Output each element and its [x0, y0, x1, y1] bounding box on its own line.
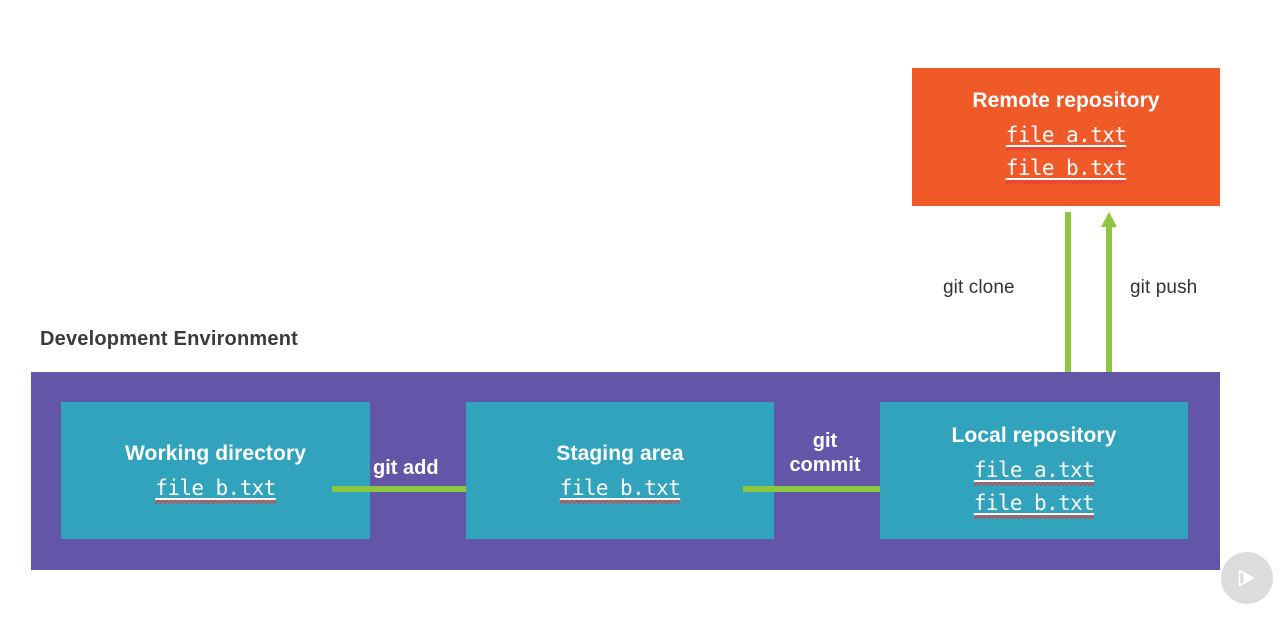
arrow-shaft	[1065, 212, 1071, 384]
working-directory-title: Working directory	[124, 442, 306, 465]
git-push-label: git push	[1130, 277, 1198, 298]
remote-file-0: file_a.txt	[1005, 123, 1127, 152]
local-repository-box: Local repository file_a.txt file_b.txt	[880, 402, 1188, 539]
local-repository-file-1: file_b.txt	[973, 491, 1095, 520]
staging-area-title: Staging area	[556, 442, 684, 465]
git-clone-arrow-icon	[1060, 212, 1076, 399]
arrow-shaft	[332, 486, 515, 492]
arrow-head	[1101, 212, 1117, 227]
play-logo-icon	[1221, 552, 1273, 604]
staging-area-box: Staging area file_b.txt	[466, 402, 774, 539]
remote-repository-box: Remote repository file_a.txt file_b.txt	[912, 68, 1220, 206]
working-directory-file-0: file_b.txt	[155, 476, 276, 505]
git-clone-label: git clone	[943, 277, 1015, 298]
development-environment-heading: Development Environment	[40, 328, 298, 350]
arrow-shaft	[743, 486, 924, 492]
staging-area-file-0: file_b.txt	[559, 476, 681, 505]
local-repository-file-0: file_a.txt	[973, 458, 1095, 487]
local-repository-title: Local repository	[951, 424, 1117, 447]
git-commit-label: git commit	[789, 430, 861, 476]
git-push-arrow-icon	[1101, 212, 1117, 398]
git-add-label: git add	[373, 457, 439, 479]
remote-repository-title: Remote repository	[972, 89, 1160, 112]
remote-file-1: file_b.txt	[1005, 156, 1127, 185]
working-directory-box: Working directory file_b.txt	[61, 402, 370, 539]
arrow-shaft	[1106, 226, 1112, 398]
